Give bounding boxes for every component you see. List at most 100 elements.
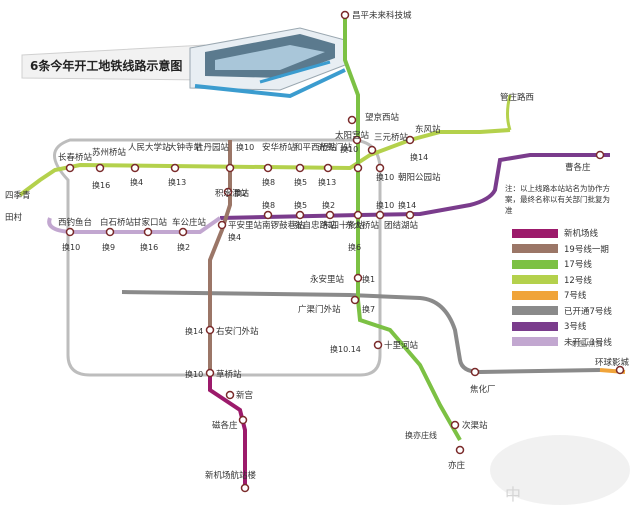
legend-item: 17号线 [512,257,628,272]
station-dot[interactable] [353,163,363,173]
station-dot[interactable] [375,210,385,220]
station-dot[interactable] [595,150,605,160]
label-airport: 新机场航站楼 [205,470,257,481]
station-dot[interactable] [225,163,235,173]
label-jiaohuachang: 焦化厂 [470,384,496,395]
station-dot[interactable] [350,295,360,305]
xfer-yizhuang: 换亦庄线 [405,430,437,440]
legend-item: 未开工3号线 [512,335,628,350]
station-dot[interactable] [263,163,273,173]
station-dot[interactable] [455,445,465,455]
xfer-zhangzizhong: 换5 [294,200,307,210]
legend-item: 新机场线 [512,226,628,241]
xfer-jishuitan: 换2 [234,188,247,198]
label-changchunqiao: 长春桥站 [58,152,93,163]
legend-label: 19号线一期 [564,244,609,255]
legend-label: 新机场线 [564,229,599,240]
legend-item: 已开通7号线 [512,304,628,319]
legend-swatch [512,306,558,316]
station-dot[interactable] [223,187,233,197]
legend: 新机场线 19号线一期 17号线 12号线 7号线 已开通7号线 3号线 未开工… [512,226,628,350]
station-dot[interactable] [263,210,273,220]
station-dot[interactable] [240,483,250,493]
station-dot[interactable] [347,115,357,125]
station-dot[interactable] [405,135,415,145]
xfer-anhuaqiao: 换8 [262,177,275,187]
xfer-renmin: 换4 [130,177,143,187]
station-dot[interactable] [178,227,188,237]
station-dot[interactable] [615,365,625,375]
station-dot[interactable] [373,340,383,350]
station-dot[interactable] [130,163,140,173]
station-dot[interactable] [323,163,333,173]
xfer-chaoyanggongyuan: 换14 [398,200,416,210]
station-dot[interactable] [205,325,215,335]
line-ring-grey [53,138,382,377]
station-dot[interactable] [367,145,377,155]
label-wangjing-west: 望京西站 [365,112,400,123]
xfer-suzhou: 换16 [92,180,110,190]
station-dot[interactable] [105,227,115,237]
station-dot[interactable] [205,368,215,378]
label-yonganli: 永安里站 [310,274,345,285]
line-19 [208,140,232,370]
station-dot[interactable] [295,210,305,220]
xfer-guangqumenwai: 换7 [362,304,375,314]
label-dazhongsi: 大钟寺站 [168,142,203,153]
train-illustration [189,27,346,99]
station-dot[interactable] [325,210,335,220]
station-dot[interactable] [450,420,460,430]
station-dot[interactable] [95,163,105,173]
station-dot[interactable] [340,10,350,20]
map-note: 注：以上线路本站站名为协作方案，最终名称以有关部门批复为准 [505,184,610,215]
station-dot[interactable] [65,163,75,173]
legend-swatch [512,244,558,254]
station-dot[interactable] [353,210,363,220]
label-suzhou: 苏州桥站 [92,147,127,158]
legend-label: 已开通7号线 [564,306,612,317]
legend-label: 7号线 [564,291,587,302]
station-dot[interactable] [225,390,235,400]
xfer-yonganli: 换1 [362,274,375,284]
xfer-dongsishitiao: 换2 [322,200,335,210]
label-pinganli: 平安里站 [228,220,263,231]
xfer-pinganli: 换4 [228,232,241,242]
station-dot[interactable] [352,135,362,145]
station-dot[interactable] [353,273,363,283]
label-renmin: 人民大学站 [128,142,171,153]
legend-label: 3号线 [564,322,587,333]
label-yizhuang: 亦庄 [448,460,466,471]
label-dongfeng: 东风站 [415,124,441,135]
legend-item: 19号线一期 [512,242,628,257]
xfer-taiyanggong: 换10 [340,144,358,154]
station-dot[interactable] [143,227,153,237]
label-baishiqiao: 白石桥站 [100,217,135,228]
legend-label: 未开工3号线 [564,337,612,348]
station-dot[interactable] [65,227,75,237]
legend-label: 12号线 [564,275,592,286]
line-12-branch [506,94,512,131]
station-dot[interactable] [405,210,415,220]
label-youanmenwai: 右安门外站 [216,326,259,337]
legend-swatch [512,290,558,300]
station-dot[interactable] [375,163,385,173]
xfer-guangximen: 换13 [318,177,336,187]
map-credit: 制图/焦剑 [572,340,603,348]
xfer-heping: 换5 [294,177,307,187]
legend-swatch [512,275,558,285]
station-dot[interactable] [295,163,305,173]
station-dot[interactable] [470,367,480,377]
station-dot[interactable] [217,220,227,230]
label-xingong: 新宫 [236,390,253,401]
xfer-dongfeng: 换14 [410,152,428,162]
legend-swatch [512,259,558,269]
label-zhangzizhong: 张自忠路站 [294,220,337,231]
label-anhuaqiao: 安华桥站 [262,142,297,153]
label-mudanyuan: 牡丹园站 [195,142,230,153]
xfer-dongdaqiao: 换6 [348,242,361,252]
watermark-text: 中 [505,485,521,504]
label-cigou: 次渠站 [462,420,488,431]
station-dot[interactable] [238,415,248,425]
station-dot[interactable] [170,163,180,173]
